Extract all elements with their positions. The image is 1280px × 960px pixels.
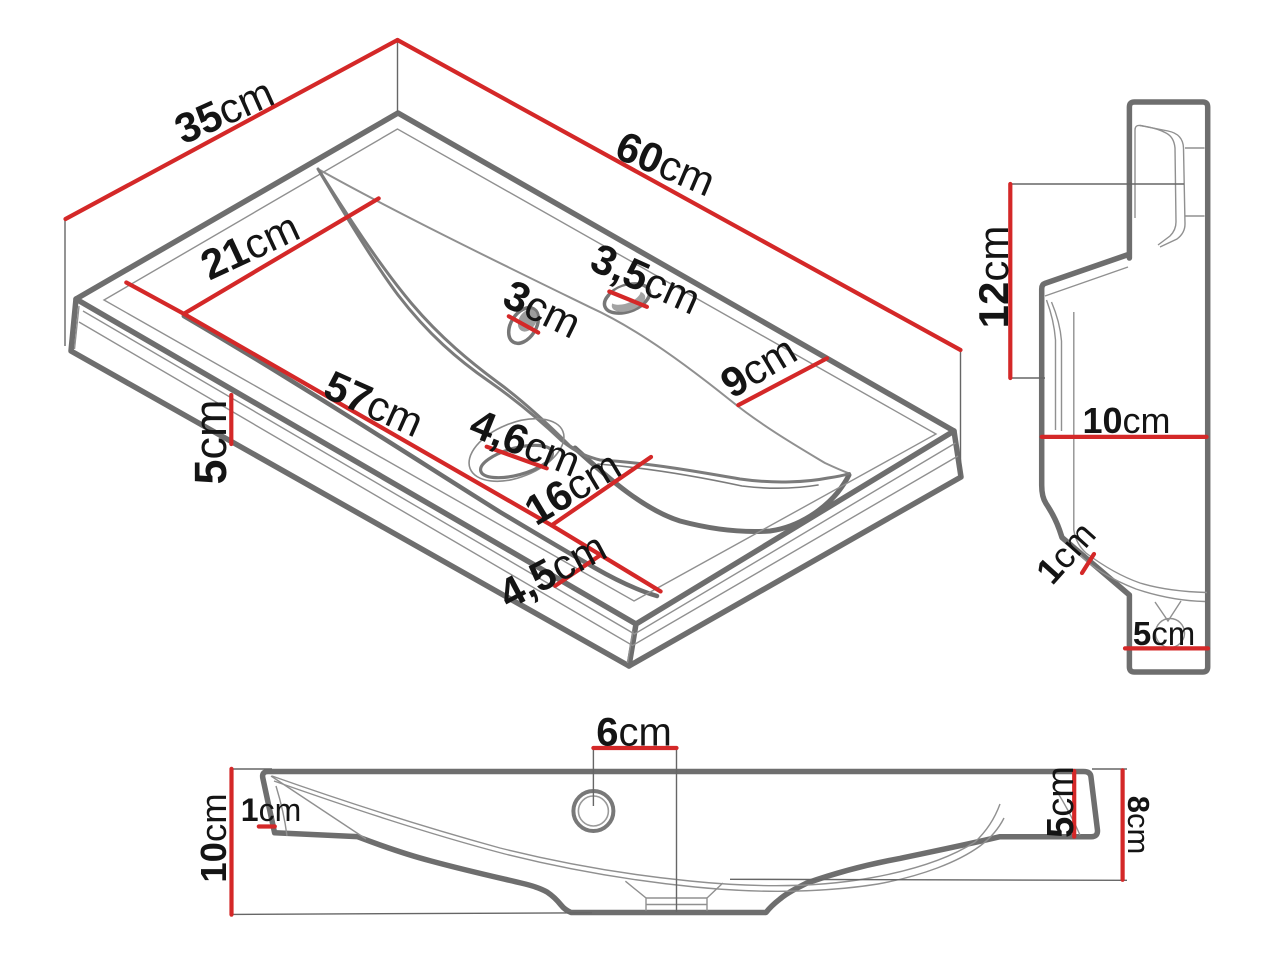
- svg-text:6cm: 6cm: [596, 711, 672, 755]
- svg-text:12cm: 12cm: [970, 226, 1017, 329]
- svg-text:10cm: 10cm: [193, 793, 234, 882]
- svg-text:5cm: 5cm: [185, 399, 236, 484]
- svg-text:10cm: 10cm: [1082, 400, 1170, 441]
- svg-text:5cm: 5cm: [1040, 766, 1082, 838]
- svg-text:5cm: 5cm: [1133, 615, 1195, 652]
- svg-text:8cm: 8cm: [1121, 796, 1156, 855]
- svg-text:1cm: 1cm: [241, 792, 301, 828]
